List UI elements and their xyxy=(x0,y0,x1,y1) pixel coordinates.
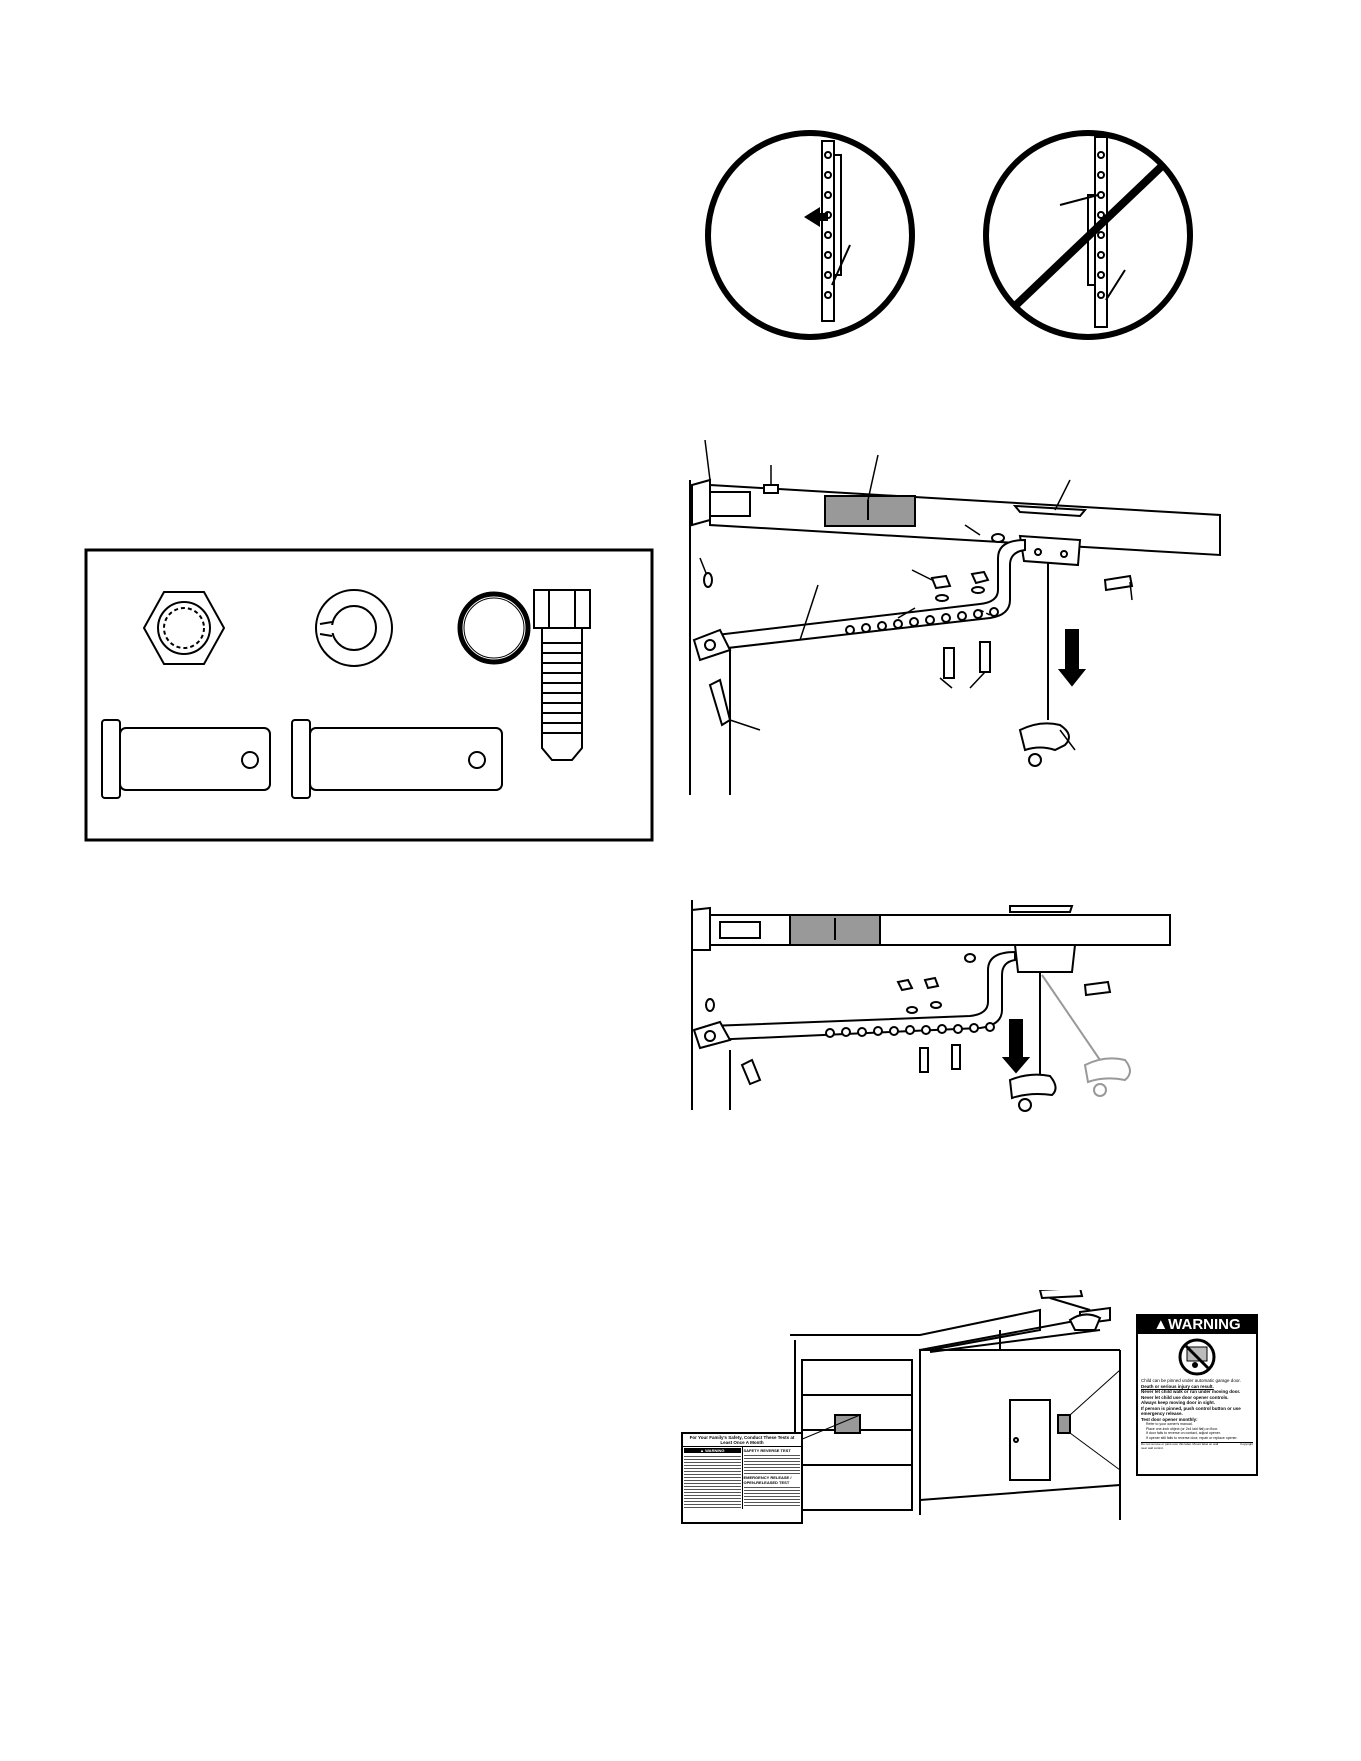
door-label-safety-test: SAFETY REVERSE TEST xyxy=(743,1448,791,1453)
warning-headline: Child can be pinned under automatic gara… xyxy=(1141,1378,1241,1383)
warning-triangle-icon: ▲ xyxy=(700,1448,704,1453)
trolley xyxy=(1018,534,1082,567)
warning-item: Test door opener monthly: xyxy=(1141,1416,1198,1422)
warning-item: If person is pinned, push control button… xyxy=(1141,1405,1241,1417)
release-handle-figure xyxy=(691,900,1171,1112)
emergency-release-handle xyxy=(1018,722,1070,752)
label-leader-lines xyxy=(799,1369,1121,1471)
alignment-circles-figure xyxy=(705,130,1193,340)
clevis-pin-long-icon xyxy=(291,719,503,799)
handle-released-ghost xyxy=(1041,974,1131,1097)
hex-bolt-icon xyxy=(533,589,591,761)
warning-title: WARNING xyxy=(1168,1316,1241,1333)
arrow-left-icon xyxy=(804,207,828,227)
warning-subitem: Refer to your owner's manual. xyxy=(1146,1422,1193,1426)
warning-item: Never let child use door opener controls… xyxy=(1141,1394,1229,1400)
door-arm-assembly-figure xyxy=(689,440,1221,795)
garage-door xyxy=(801,1359,913,1511)
warning-subitem: Place one-inch object (or 2x4 laid flat)… xyxy=(1146,1426,1218,1431)
rail-cover xyxy=(824,495,916,527)
warning-copyright: Copyright xyxy=(1240,1442,1253,1446)
door-label-title: For Your Family's Safety, Conduct These … xyxy=(683,1434,801,1447)
clevis-pin-short-icon xyxy=(101,719,271,799)
rail xyxy=(709,483,1221,557)
warning-item: Never let child walk or run under moving… xyxy=(1141,1389,1241,1394)
entrapment-warning-label: ▲WARNING Child can be pinned under autom… xyxy=(1136,1314,1258,1476)
warning-triangle-icon: ▲ xyxy=(1153,1316,1169,1333)
warning-subitem: If door fails to reverse on contact, adj… xyxy=(1146,1431,1221,1435)
curved-door-arm xyxy=(706,538,1026,652)
door-safety-label: For Your Family's Safety, Conduct These … xyxy=(681,1432,803,1524)
ring-fastener-icon xyxy=(457,591,531,665)
warning-item: Always keep moving door in sight. xyxy=(1141,1400,1216,1405)
garage-warning-label-figure xyxy=(790,1290,1121,1520)
door-label-warning: ▲ WARNING xyxy=(684,1448,741,1453)
correct-bracket xyxy=(821,140,851,322)
lock-washer-icon xyxy=(315,589,393,667)
warning-subitem: If opener still fails to reverse door, r… xyxy=(1146,1435,1238,1440)
child-under-door-prohibited-icon xyxy=(1178,1338,1216,1376)
callout-lines xyxy=(699,440,1133,751)
warning-header: ▲WARNING xyxy=(1138,1316,1256,1334)
hex-nut-icon xyxy=(142,591,226,665)
hardware-box-figure xyxy=(84,548,654,842)
door-label-release-test: EMERGENCY RELEASE / OPEN-RELEASED TEST xyxy=(743,1475,792,1485)
prohibited-slash xyxy=(1011,162,1166,310)
warning-headline-emphasis: Death or serious injury can result. xyxy=(1141,1383,1214,1389)
warning-footer: Do not remove or paint over this label. … xyxy=(1141,1442,1219,1450)
correct-alignment-circle xyxy=(705,130,915,340)
